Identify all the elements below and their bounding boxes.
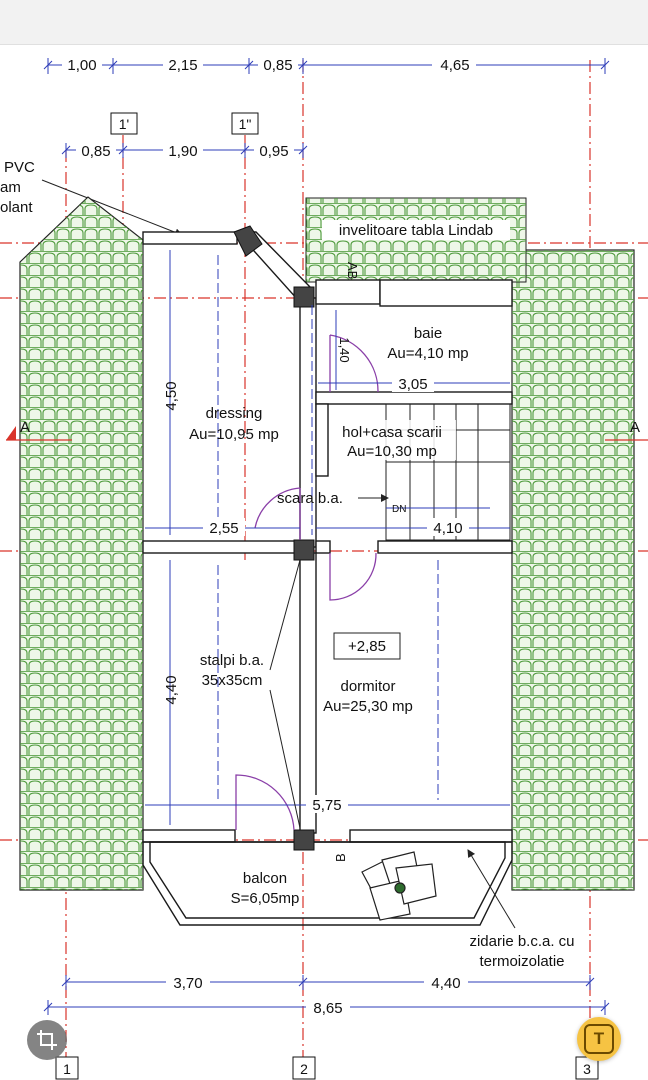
dim-bottom-total: 8,65 <box>313 1000 342 1017</box>
dim-bottom-1: 3,70 <box>173 975 202 992</box>
room-labels: dressing Au=10,95 mp baie Au=4,10 mp hol… <box>189 325 468 907</box>
dim-305: 3,05 <box>398 376 427 393</box>
left-note: PVC am olant <box>0 159 183 237</box>
text-recognition-icon: T <box>584 1024 614 1054</box>
dim-second-2: 1,90 <box>168 143 197 160</box>
inner-dimension-labels: 4,50 4,40 1,40 2,55 4,10 3,05 5,75 <box>163 337 469 814</box>
room-baie-area: Au=4,10 mp <box>387 345 468 362</box>
wall-label-1: zidarie b.c.a. cu <box>469 933 574 950</box>
room-dormitor-name: dormitor <box>340 678 395 695</box>
text-recognition-button[interactable]: T <box>577 1017 621 1061</box>
pillar-2 <box>293 539 315 561</box>
room-baie-name: baie <box>414 325 442 342</box>
section-ab-top: AB <box>345 262 360 279</box>
dim-top-3: 0,85 <box>263 57 292 74</box>
dim-575: 5,75 <box>312 797 341 814</box>
dim-dormitor-height: 4,40 <box>163 675 180 704</box>
room-balcon-area: S=6,05mp <box>231 890 300 907</box>
axis-label-1: 1 <box>63 1061 71 1077</box>
axis-label-1-double-prime: 1" <box>239 116 252 132</box>
annotations: scara b.a. DN stalpi b.a. 35x35cm +2,85 … <box>200 490 575 970</box>
axis-label-3: 3 <box>583 1061 591 1077</box>
dim-410: 4,10 <box>433 520 462 537</box>
room-dressing-area: Au=10,95 mp <box>189 426 279 443</box>
axis-markers-bottom: 1 2 3 <box>55 1056 599 1080</box>
top-dimension-labels: 1,00 2,15 0,85 4,65 0,85 1,90 0,95 <box>62 56 476 160</box>
axis-label-2: 2 <box>300 1061 308 1077</box>
crop-button[interactable] <box>27 1020 67 1060</box>
top-dimension-chain <box>43 58 610 158</box>
top-bar <box>0 0 648 45</box>
plant-symbol <box>361 851 437 921</box>
section-b-bottom: B <box>333 853 348 862</box>
dim-door-height: 1,40 <box>337 337 352 362</box>
pillars-label-1: stalpi b.a. <box>200 652 264 669</box>
pillar-1 <box>293 286 315 308</box>
level-label: +2,85 <box>348 638 386 655</box>
note-line-2: am <box>0 179 21 196</box>
crop-icon <box>37 1030 57 1050</box>
pillars-label-2: 35x35cm <box>202 672 263 689</box>
room-dormitor-area: Au=25,30 mp <box>323 698 413 715</box>
section-a-right: A <box>630 419 640 436</box>
dim-bottom-2: 4,40 <box>431 975 460 992</box>
pillar-top <box>233 225 263 257</box>
dim-top-1: 1,00 <box>67 57 96 74</box>
wall-label-2: termoizolatie <box>479 953 564 970</box>
dim-top-2: 2,15 <box>168 57 197 74</box>
section-a-left: A <box>20 419 30 436</box>
doors <box>235 334 379 831</box>
room-hol-area: Au=10,30 mp <box>347 443 437 460</box>
roof-label: invelitoare tabla Lindab <box>339 222 493 239</box>
stair-label: scara b.a. <box>277 490 343 507</box>
note-line-3: olant <box>0 199 33 216</box>
bottom-dimension-labels: 3,70 4,40 8,65 <box>166 973 468 1017</box>
dim-second-3: 0,95 <box>259 143 288 160</box>
dim-top-4: 4,65 <box>440 57 469 74</box>
level-box <box>333 632 401 660</box>
dim-second-1: 0,85 <box>81 143 110 160</box>
walls <box>142 231 513 926</box>
axis-markers-top: 1' 1" <box>110 112 259 135</box>
inner-dimensions <box>145 250 510 825</box>
section-markers: A A AB B <box>6 262 648 862</box>
pillars <box>233 225 315 851</box>
roof-tiles: invelitoare tabla Lindab <box>19 196 635 891</box>
pillar-3 <box>293 829 315 851</box>
dim-dressing-height: 4,50 <box>163 381 180 410</box>
dn-label: DN <box>392 504 406 515</box>
dim-255: 2,55 <box>209 520 238 537</box>
room-dressing-name: dressing <box>206 405 263 422</box>
room-hol-name: hol+casa scarii <box>342 424 442 441</box>
axis-label-1-prime: 1' <box>119 116 129 132</box>
room-balcon-name: balcon <box>243 870 287 887</box>
note-line-1: PVC <box>4 159 35 176</box>
